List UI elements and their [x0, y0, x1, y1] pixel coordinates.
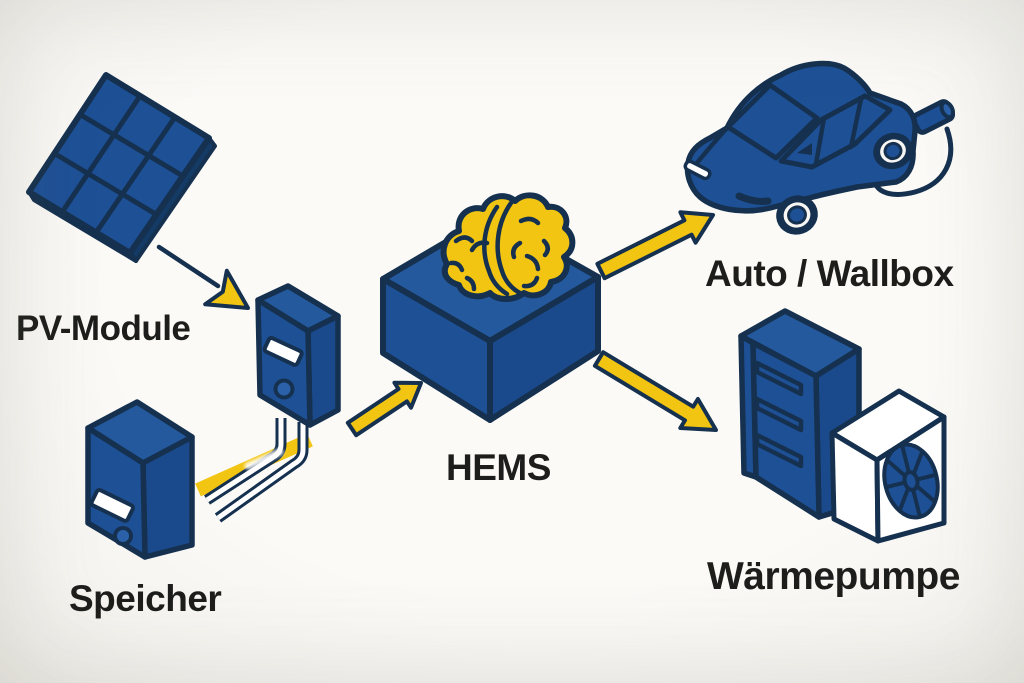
- tower-vents: [754, 360, 804, 469]
- inverter-to-hems-arrow: [345, 380, 423, 438]
- battery-storage-icon: [85, 399, 195, 560]
- inverter-indicator: [273, 378, 295, 400]
- speicher-inverter-cable: [195, 418, 313, 523]
- label-waermepumpe: Wärmepumpe: [707, 555, 960, 598]
- inverter-icon: [255, 283, 341, 428]
- label-speicher: Speicher: [69, 578, 222, 619]
- car-front-wheel: [776, 195, 818, 235]
- label-auto-wallbox: Auto / Wallbox: [705, 253, 954, 294]
- fan-icon: [877, 439, 945, 523]
- car-windshield: [725, 82, 820, 161]
- hems-cube-brain-icon: [380, 192, 601, 423]
- label-pv-module: PV-Module: [16, 309, 191, 348]
- solar-panel-icon: [26, 72, 217, 263]
- ev-car-icon: [683, 60, 956, 235]
- inverter-display: [262, 335, 304, 367]
- battery-indicator: [113, 526, 133, 546]
- hems-to-heatpump-arrow: [592, 350, 718, 432]
- car-grille: [735, 192, 772, 205]
- brain-icon: [440, 192, 576, 302]
- car-headlight: [683, 159, 712, 181]
- car-mirror: [797, 143, 812, 155]
- heat-pump-icon: [738, 308, 947, 544]
- label-hems: HEMS: [446, 447, 551, 488]
- hems-to-car-arrow: [595, 210, 715, 281]
- car-rear-wheel: [873, 132, 913, 170]
- pv-to-inverter-arrow: [156, 244, 250, 310]
- battery-display: [89, 488, 135, 523]
- heatpump-fan-unit: [829, 388, 947, 544]
